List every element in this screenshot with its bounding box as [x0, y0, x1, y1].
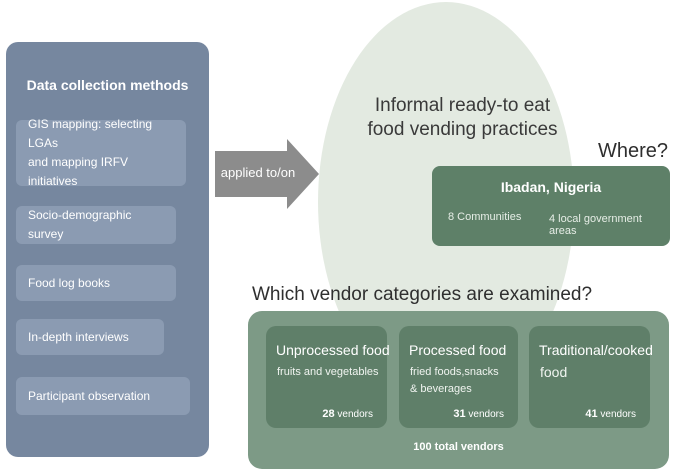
method-food-log-label: Food log books — [28, 275, 111, 290]
methods-title: Data collection methods — [26, 77, 189, 93]
vendor-card-unprocessed: Unprocessed food fruits and vegetables 2… — [266, 326, 390, 428]
method-observation-label: Participant observation — [28, 388, 151, 403]
vendor-question: Which vendor categories are examined? — [252, 284, 593, 305]
vendor-count-number: 28 — [322, 408, 335, 420]
vendor-panel: Unprocessed food fruits and vegetables 2… — [248, 311, 669, 469]
vendor-card-title: Unprocessed food — [276, 342, 390, 358]
method-food-log: Food log books — [16, 265, 176, 301]
vendor-count-number: 31 — [453, 408, 466, 420]
vendor-count-unit: vendors — [468, 409, 504, 420]
vendor-card-count: 31 vendors — [453, 408, 504, 420]
vendor-count-unit: vendors — [600, 409, 636, 420]
vendor-card-desc: fried foods,snacks & beverages — [410, 364, 499, 398]
method-observation: Participant observation — [16, 377, 190, 415]
method-interviews-label: In-depth interviews — [28, 329, 129, 344]
vendor-card-desc-line2: & beverages — [410, 383, 472, 395]
vendor-card-count: 28 vendors — [322, 408, 373, 420]
vendor-count-unit: vendors — [337, 409, 373, 420]
vendor-card-title: Processed food — [409, 342, 507, 358]
vendor-card-desc-line1: food — [540, 364, 568, 380]
vendor-card-count: 41 vendors — [585, 408, 636, 420]
topic-title-line2: food vending practices — [367, 119, 558, 140]
location-title: Ibadan, Nigeria — [500, 179, 602, 195]
communities-label: 8 Communities — [448, 211, 522, 223]
arrow-label: applied to/on — [220, 165, 296, 180]
topic-title-line1: Informal ready-to eat — [374, 95, 551, 116]
arrow-shape — [215, 139, 319, 209]
method-survey: Socio-demographic survey — [16, 206, 176, 244]
method-interviews: In-depth interviews — [16, 319, 164, 355]
vendor-card-desc-line1: fruits and vegetables — [277, 366, 379, 378]
vendor-card-traditional: Traditional/cooked food 41 vendors — [529, 326, 653, 428]
location-box: Ibadan, Nigeria 8 Communities 4 local go… — [432, 166, 670, 246]
method-gis-line2: and mapping IRFV initiatives — [28, 155, 129, 188]
method-gis-line1: GIS mapping: selecting LGAs — [28, 117, 153, 150]
vendor-card-desc: food — [540, 364, 567, 381]
vendor-card-title: Traditional/cooked — [539, 342, 653, 358]
topic-title: Informal ready-to eat food vending pract… — [355, 94, 570, 142]
vendor-card-processed: Processed food fried foods,snacks & beve… — [399, 326, 518, 428]
vendor-count-number: 41 — [585, 408, 598, 420]
vendor-card-desc-line1: fried foods,snacks — [410, 366, 499, 378]
where-question: Where? — [598, 140, 669, 162]
vendor-total: 100 total vendors — [413, 441, 504, 453]
methods-panel: Data collection methods GIS mapping: sel… — [6, 42, 209, 457]
method-survey-label: Socio-demographic survey — [28, 208, 132, 241]
method-gis-mapping: GIS mapping: selecting LGAs and mapping … — [16, 117, 186, 188]
vendor-card-desc: fruits and vegetables — [277, 364, 379, 381]
lgas-label: 4 local government areas — [549, 213, 642, 237]
